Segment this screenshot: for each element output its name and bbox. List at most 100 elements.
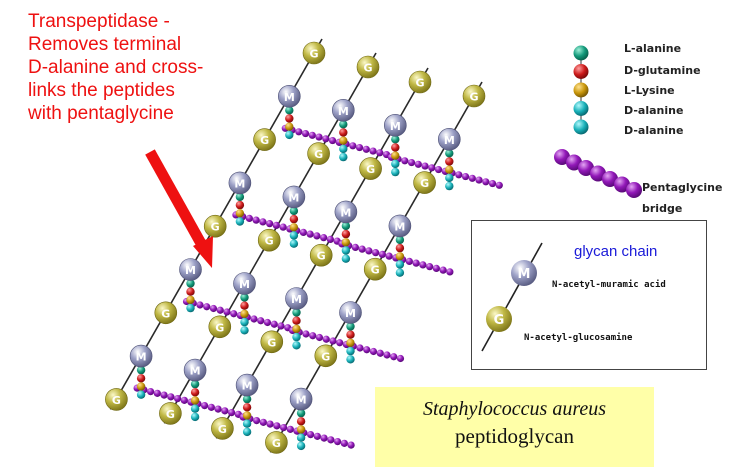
pentaglycine-residue xyxy=(401,157,409,165)
l-alanine-residue xyxy=(346,322,355,331)
l-alanine-residue xyxy=(240,293,249,302)
d-alanine-residue xyxy=(395,268,405,277)
muramic-acid-unit xyxy=(437,128,461,151)
muramic-acid-unit xyxy=(388,214,412,238)
pentaglycine-residue xyxy=(286,425,294,433)
pentaglycine-residue xyxy=(428,164,436,172)
transpeptidase-arrow xyxy=(145,149,213,268)
glucosamine-letter: G xyxy=(161,307,170,320)
glucosamine-unit xyxy=(257,228,281,252)
glucosamine-unit xyxy=(486,306,512,332)
pentaglycine-residue xyxy=(340,439,348,447)
pentaglycine-residue xyxy=(302,330,310,338)
glucosamine-letter: G xyxy=(317,250,326,263)
pentaglycine-residue xyxy=(455,171,463,179)
muramic-acid-unit xyxy=(339,301,362,324)
l-alanine-residue xyxy=(289,206,299,216)
pentaglycine-residue xyxy=(250,315,258,323)
d-alanine-residue xyxy=(339,144,348,154)
pentaglycine-residue xyxy=(358,245,366,253)
legend-pentaglycine-residue xyxy=(554,149,570,165)
pentaglycine-residue xyxy=(421,162,429,170)
pentaglycine-residue xyxy=(376,349,384,357)
pentaglycine-residue xyxy=(482,178,490,186)
l-lysine-residue xyxy=(186,295,195,305)
muramic-letter: M xyxy=(288,191,299,204)
legend-d-alanine-residue xyxy=(573,101,589,116)
glucosamine-letter: G xyxy=(309,48,318,61)
d-alanine-residue xyxy=(395,260,405,269)
l-lysine-residue xyxy=(190,396,200,405)
muramic-acid-unit xyxy=(233,272,256,295)
pentaglycine-residue xyxy=(414,160,422,168)
glucosamine-unit xyxy=(413,171,436,194)
pentaglycine-residue xyxy=(201,402,209,410)
muramic-letter: M xyxy=(185,264,196,277)
pentaglycine-residue xyxy=(301,129,310,138)
legend-pentaglycine-residue xyxy=(614,176,630,193)
l-alanine-residue xyxy=(235,192,245,202)
glucosamine-letter: G xyxy=(211,221,220,234)
l-lysine-residue xyxy=(285,122,294,131)
muramic-letter: M xyxy=(296,394,307,407)
annotation-line: D-alanine and cross- xyxy=(28,57,204,78)
pentaglycine-residue xyxy=(355,143,364,152)
legend-label-l-alanine: L-alanine xyxy=(624,42,682,55)
legend-label-bridge: bridge xyxy=(642,202,683,215)
glucosamine-unit xyxy=(302,41,326,65)
l-lysine-residue xyxy=(136,382,146,391)
pentaglycine-residue xyxy=(230,310,238,318)
d-glutamine-residue xyxy=(136,374,146,383)
l-alanine-residue xyxy=(391,135,400,144)
l-lysine-residue xyxy=(391,151,400,160)
glucosamine-letter: G xyxy=(366,163,375,176)
d-glutamine-residue xyxy=(285,114,294,123)
legend-d-glutamine-residue xyxy=(573,64,589,79)
glucosamine-unit xyxy=(260,330,284,354)
muramic-acid-unit xyxy=(129,344,153,368)
pentaglycine-residue xyxy=(439,266,447,274)
pentaglycine-residue xyxy=(376,149,384,157)
d-alanine-residue xyxy=(240,326,249,335)
l-lysine-residue xyxy=(341,238,351,247)
pentaglycine-residue xyxy=(180,396,188,404)
pentaglycine-residue xyxy=(383,351,391,359)
d-alanine-residue xyxy=(186,303,195,313)
pentaglycine-residue xyxy=(349,142,357,150)
d-alanine-residue xyxy=(341,246,351,255)
d-alanine-residue xyxy=(346,346,355,356)
glucosamine-unit xyxy=(359,157,382,180)
glucosamine-letter: G xyxy=(112,394,121,407)
d-alanine-residue xyxy=(296,433,306,442)
legend-pentaglycine-residue xyxy=(578,160,594,176)
muramic-acid-unit xyxy=(282,185,306,209)
glucosamine-unit xyxy=(307,142,330,165)
pentaglycine-residue xyxy=(432,264,440,272)
pentaglycine-residue xyxy=(407,158,416,167)
glucosamine-letter: G xyxy=(265,235,274,248)
glucosamine-letter: G xyxy=(272,437,281,450)
legend-pentaglycine-residue xyxy=(626,182,642,198)
pentaglycine-residue xyxy=(207,403,215,411)
glucosamine-unit xyxy=(211,417,234,440)
pentaglycine-residue xyxy=(475,176,483,184)
pentaglycine-residue xyxy=(203,303,211,311)
glucosamine-unit xyxy=(265,431,288,454)
muramic-acid-unit xyxy=(289,387,313,411)
glucosamine-letter: G xyxy=(494,313,505,328)
d-alanine-residue xyxy=(292,332,301,342)
pentaglycine-residue xyxy=(363,346,371,354)
pentaglycine-residue xyxy=(405,257,413,265)
glucosamine-unit xyxy=(462,84,486,108)
d-glutamine-residue xyxy=(240,301,249,310)
pentaglycine-residue xyxy=(309,332,317,340)
muramic-letter: M xyxy=(345,307,356,320)
annotation-line: Transpeptidase - xyxy=(28,11,170,32)
muramic-letter: M xyxy=(338,105,349,118)
pentaglycine-residue xyxy=(313,232,321,240)
glucosamine-letter: G xyxy=(363,62,372,75)
d-alanine-residue xyxy=(391,159,400,169)
pentaglycine-residue xyxy=(328,136,337,145)
l-alanine-residue xyxy=(341,221,351,231)
d-glutamine-residue xyxy=(242,403,252,412)
